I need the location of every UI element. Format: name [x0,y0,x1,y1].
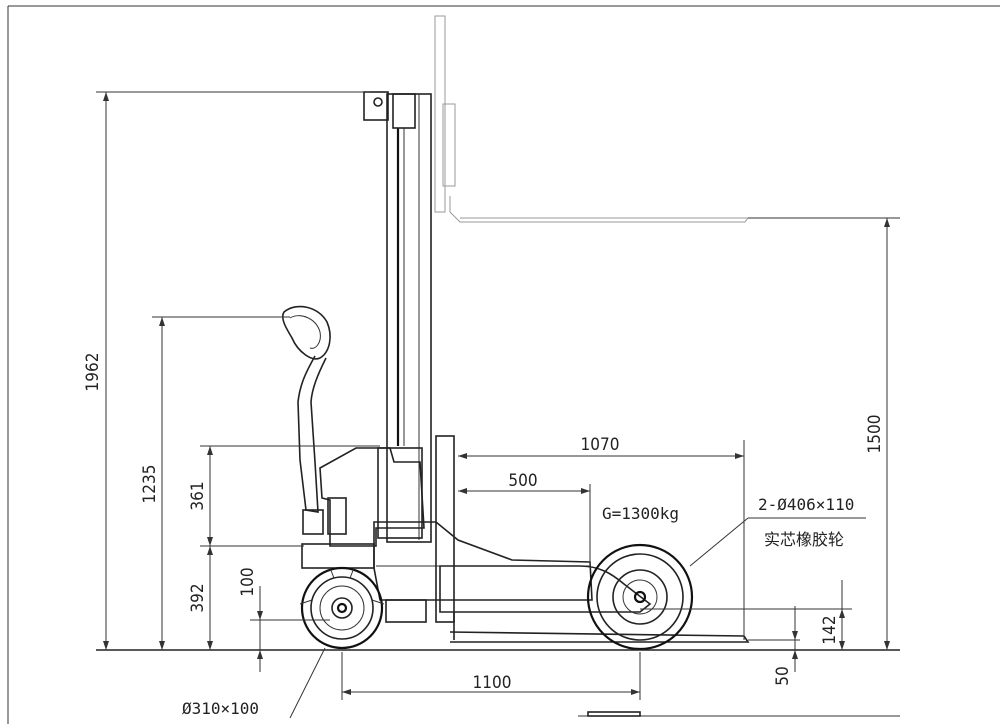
ground-line [96,649,900,717]
overall-height-label: 1962 [83,353,103,392]
lift-height-label: 1500 [865,415,885,454]
raised-fork-outline [434,15,900,223]
fork-leg [439,565,750,643]
dimension-lines [96,91,900,719]
front-wheel [586,543,694,651]
rear-wheel [299,566,385,650]
handle-height-label: 1235 [140,465,160,504]
dim-142-label: 142 [820,615,840,644]
load-capacity-note: G=1300kg [602,504,679,523]
tiller-handle [281,305,331,535]
chassis-body [301,435,593,623]
dim-500-label: 500 [508,471,537,491]
dim-392-label: 392 [188,583,208,612]
mast [363,91,432,543]
dim-50-label: 50 [773,666,793,685]
dim-1070-label: 1070 [581,435,620,455]
rear-wheel-spec-note: Ø310×100 [182,699,259,718]
front-wheel-type-note: 实芯橡胶轮 [764,530,844,549]
dim-361-label: 361 [188,481,208,510]
wheelbase-label: 1100 [473,673,512,693]
front-wheel-spec-note: 2-Ø406×110 [758,495,854,514]
dim-100-label: 100 [238,567,258,596]
sheet-border [7,5,1000,724]
